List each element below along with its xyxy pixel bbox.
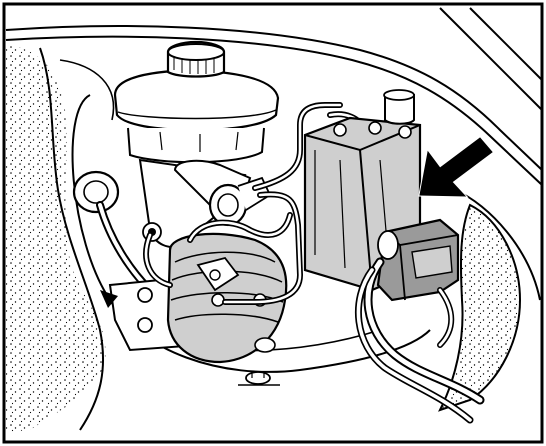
abs-pressure-canister: [166, 232, 288, 364]
wiring-harness: [355, 257, 485, 424]
brake-lines: [143, 102, 365, 305]
lower-fasteners: [238, 371, 280, 386]
bracket-clip: [100, 290, 118, 308]
right-inner-fender: [438, 189, 541, 412]
arrow-icon: [418, 135, 495, 198]
left-inner-fender: [6, 44, 115, 432]
bolt-icon: [137, 287, 153, 303]
brake-fluid-reservoir: [113, 40, 280, 164]
body-panel-lines: [5, 7, 543, 186]
abs-electrical-connector: [376, 218, 460, 302]
bolt-icon: [137, 317, 153, 333]
fitting-nut: [209, 269, 221, 281]
master-cylinder: [138, 158, 272, 248]
bolt-icon: [245, 371, 271, 385]
fitting-nut: [211, 293, 225, 307]
